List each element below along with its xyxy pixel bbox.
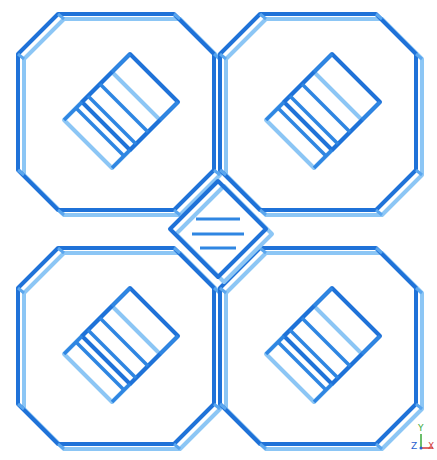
axis-label: Z [411,441,417,451]
axis-label: X [428,441,434,451]
axis-label-holder: Y [418,424,424,433]
axis-label: Y [418,423,424,433]
axis-label-holder: X [428,442,434,451]
axis-label-holder: Z [411,442,417,451]
